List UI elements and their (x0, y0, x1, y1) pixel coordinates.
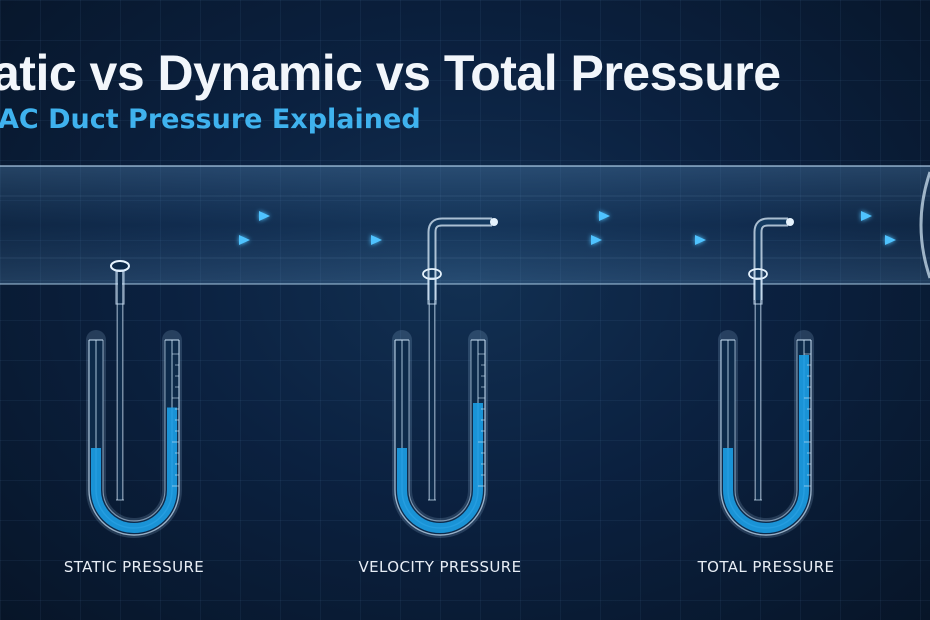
airflow-arrows (0, 211, 896, 245)
manometer-1 (86, 260, 182, 538)
gauge-label-3: TOTAL PRESSURE (697, 558, 835, 576)
fluid-column (723, 355, 809, 533)
airflow-arrow (760, 235, 896, 245)
manometers (86, 217, 814, 538)
page-subtitle: AC Duct Pressure Explained (0, 104, 421, 135)
airflow-arrow (470, 211, 610, 221)
airflow-arrow (0, 235, 250, 245)
manometer-3 (718, 217, 814, 538)
duct-end-ring (919, 171, 930, 279)
gauge-label-2: VELOCITY PRESSURE (358, 558, 522, 576)
fluid-column (397, 403, 483, 533)
page-title: atic vs Dynamic vs Total Pressure (0, 45, 781, 101)
gauge-label-1: STATIC PRESSURE (63, 558, 205, 576)
airflow-arrow (280, 235, 382, 245)
fluid-column (91, 407, 177, 533)
airflow-arrow (0, 211, 270, 221)
static-tap-icon (110, 260, 130, 272)
airflow-arrow (720, 211, 872, 221)
airflow-arrow (580, 235, 706, 245)
manometer-2 (392, 217, 498, 538)
